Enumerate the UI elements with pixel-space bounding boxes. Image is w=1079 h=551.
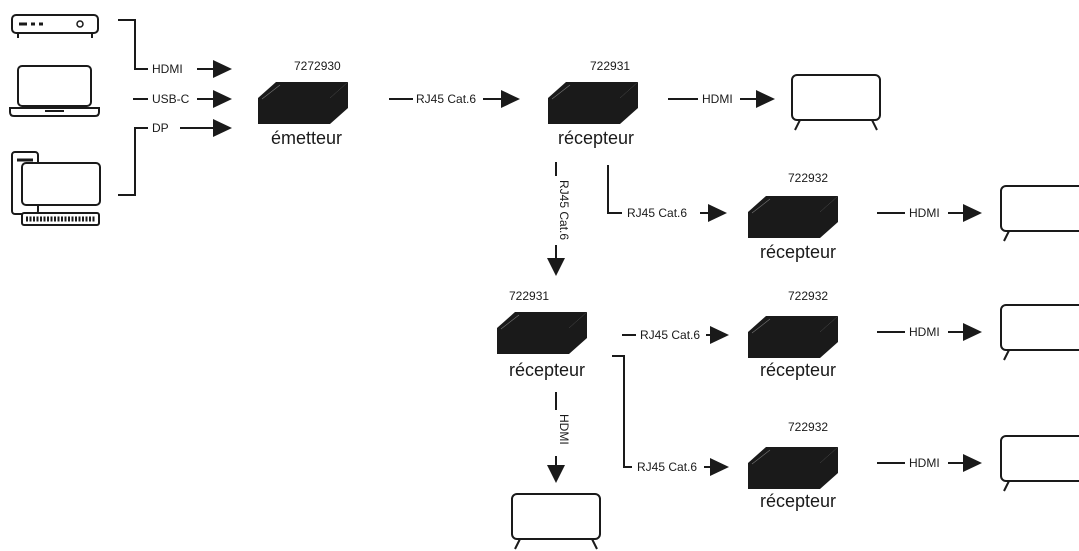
receiver2-box-icon: [496, 311, 588, 355]
emitter-model: 7272930: [294, 59, 341, 73]
emitter-role: émetteur: [271, 128, 342, 148]
tv-icon: [511, 493, 601, 550]
receiver4-model: 722932: [788, 289, 828, 303]
arrow-icon: [213, 119, 232, 137]
arrow-icon: [213, 60, 232, 78]
tv-icon: [791, 74, 881, 131]
tv-icon: [1000, 185, 1079, 242]
receiver5-box-icon: [747, 446, 839, 490]
tv-icon: [1000, 304, 1079, 361]
arrow-icon: [963, 454, 982, 472]
receiver3-box-icon: [747, 195, 839, 239]
arrow-icon: [501, 90, 520, 108]
arrow-icon: [708, 204, 727, 222]
receiver3-model: 722932: [788, 171, 828, 185]
link-r1-tv-label: HDMI: [702, 92, 733, 106]
link-r2-down-label: HDMI: [557, 414, 571, 445]
receiver5-model: 722932: [788, 420, 828, 434]
arrow-icon: [710, 326, 729, 344]
link-r5-tv-label: HDMI: [909, 456, 940, 470]
dp-label: DP: [152, 121, 169, 135]
laptop-icon: [9, 65, 100, 117]
receiver1-model: 722931: [590, 59, 630, 73]
link-r1-down-label: RJ45 Cat.6: [557, 180, 571, 240]
link-r3-tv-label: HDMI: [909, 206, 940, 220]
arrow-icon: [963, 323, 982, 341]
receiver3-role: récepteur: [760, 242, 836, 262]
arrow-icon: [756, 90, 775, 108]
emitter-box-icon: [257, 81, 349, 125]
media-player-icon: [11, 14, 99, 38]
link-r2-r4-label: RJ45 Cat.6: [640, 328, 700, 342]
receiver4-box-icon: [747, 315, 839, 359]
receiver2-model: 722931: [509, 289, 549, 303]
receiver2-role: récepteur: [509, 360, 585, 380]
link-em-r1-label: RJ45 Cat.6: [416, 92, 476, 106]
receiver4-role: récepteur: [760, 360, 836, 380]
arrow-icon: [547, 465, 565, 483]
link-r4-tv-label: HDMI: [909, 325, 940, 339]
receiver5-role: récepteur: [760, 491, 836, 511]
hdmi-label: HDMI: [152, 62, 183, 76]
link-r2-r5-label: RJ45 Cat.6: [637, 460, 697, 474]
arrow-icon: [213, 90, 232, 108]
arrow-icon: [547, 258, 565, 276]
receiver1-box-icon: [547, 81, 639, 125]
arrow-icon: [710, 458, 729, 476]
receiver1-role: récepteur: [558, 128, 634, 148]
arrow-icon: [963, 204, 982, 222]
link-r1-r3-label: RJ45 Cat.6: [627, 206, 687, 220]
tv-icon: [1000, 435, 1079, 492]
desktop-computer-icon: [11, 151, 101, 226]
usbc-label: USB-C: [152, 92, 190, 106]
